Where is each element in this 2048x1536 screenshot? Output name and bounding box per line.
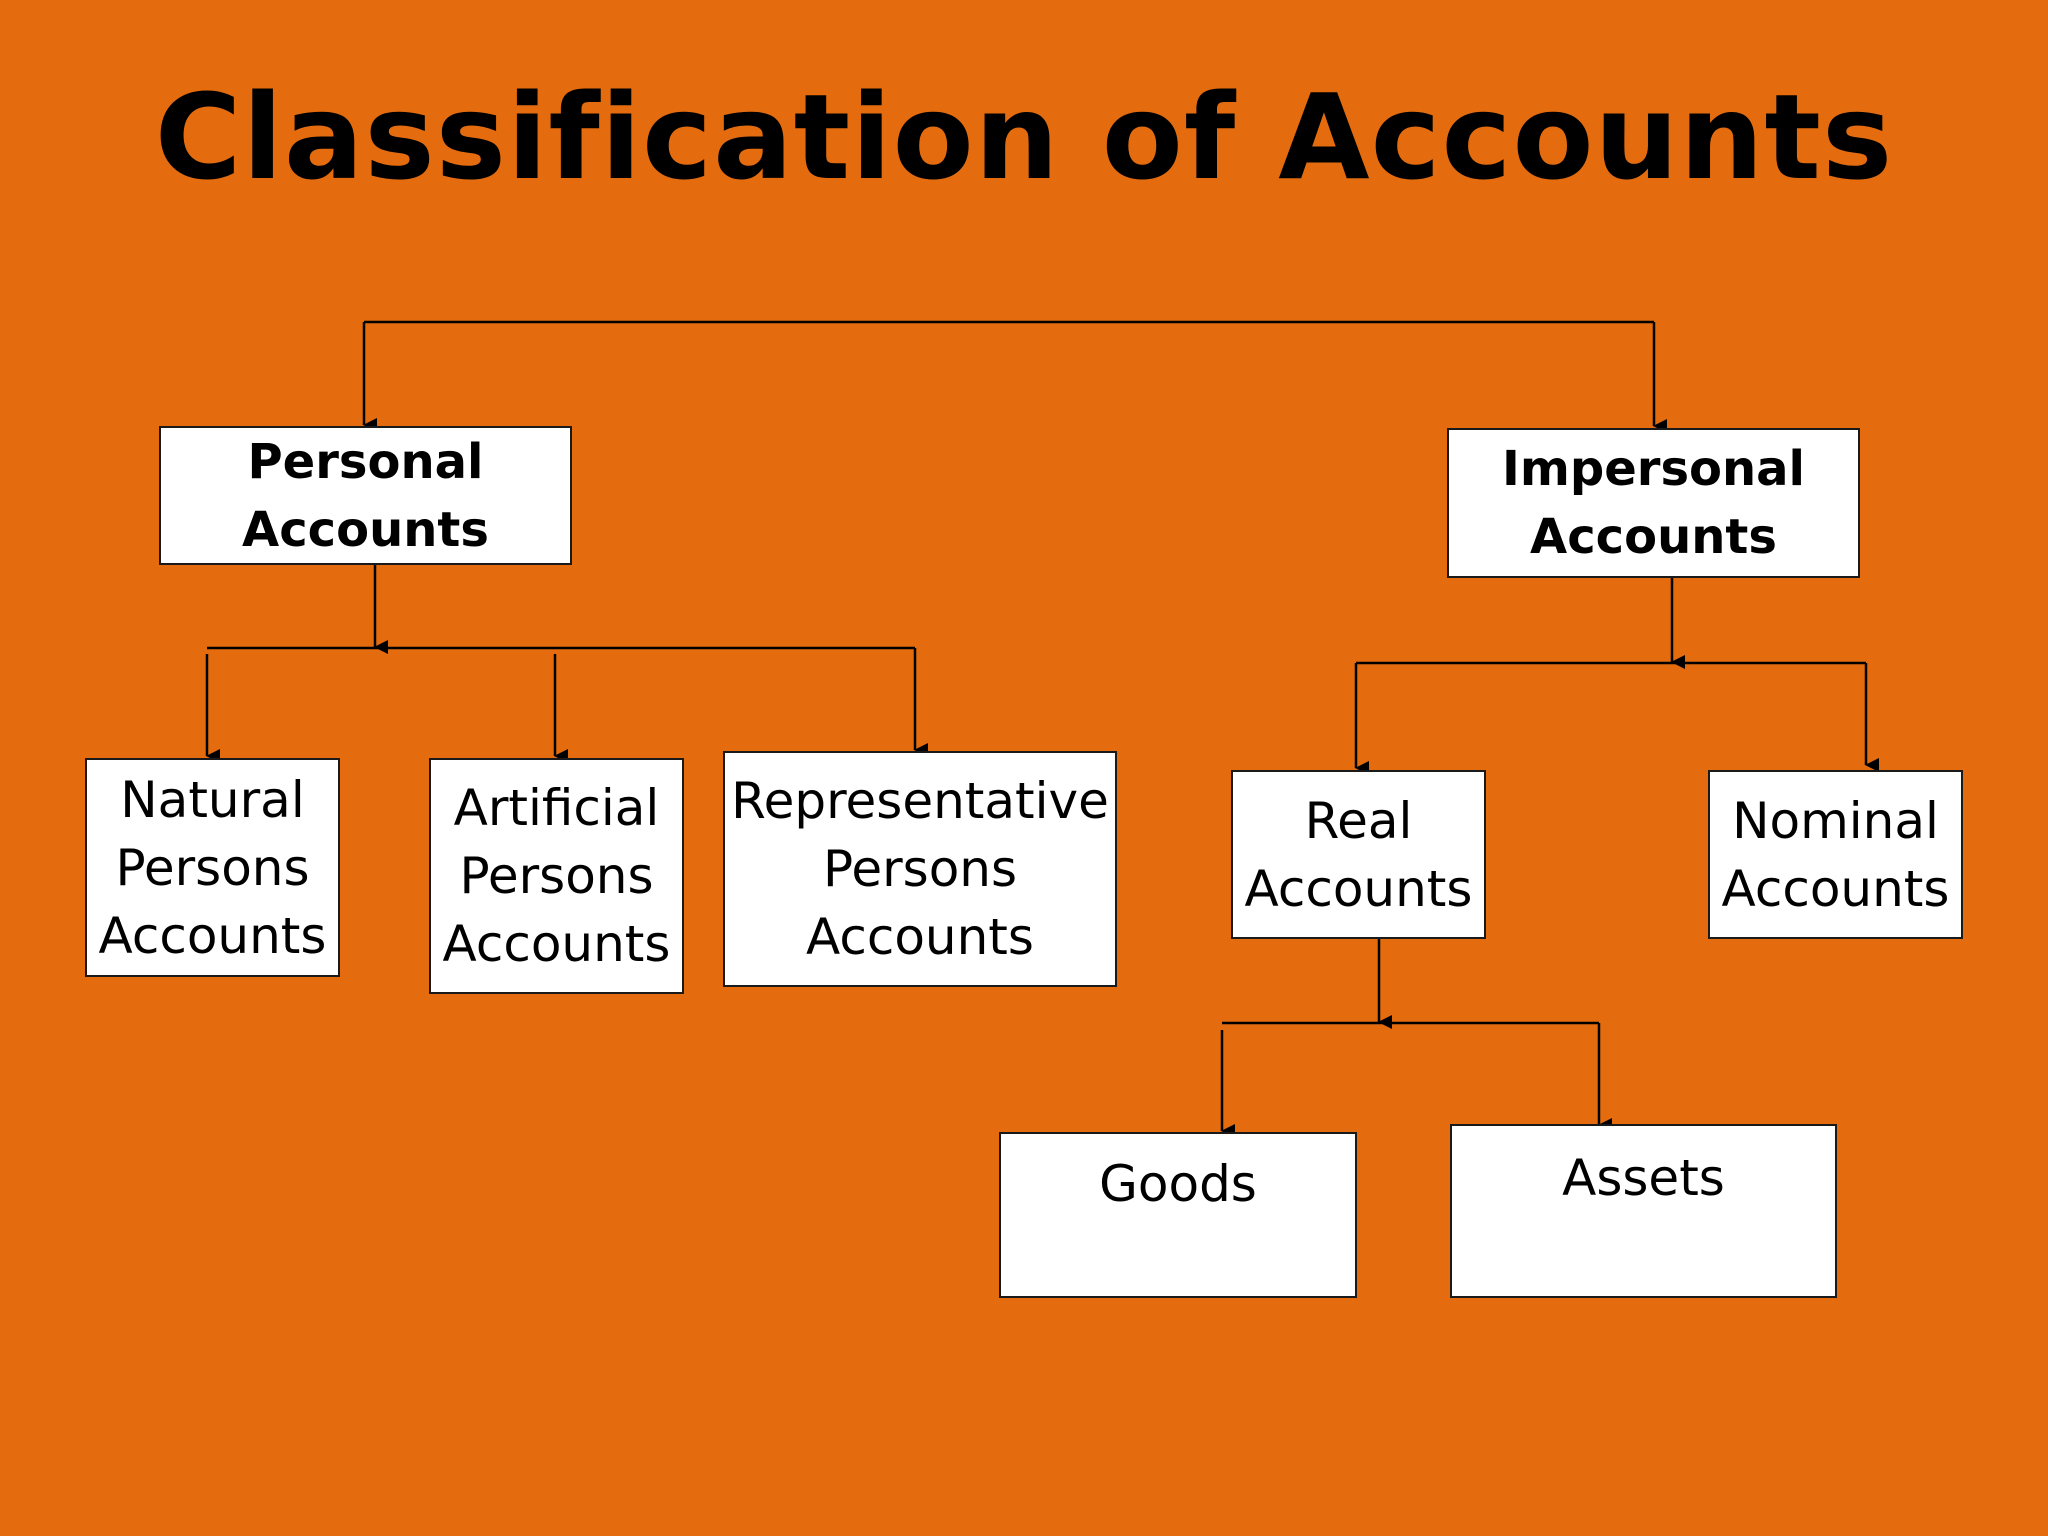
node-real-accounts: Real Accounts bbox=[1231, 770, 1486, 939]
node-natural-persons-accounts: Natural Persons Accounts bbox=[85, 758, 340, 977]
node-representative-persons-accounts: Representative Persons Accounts bbox=[723, 751, 1117, 987]
node-goods: Goods bbox=[999, 1132, 1357, 1298]
node-assets: Assets bbox=[1450, 1124, 1837, 1298]
node-nominal-accounts: Nominal Accounts bbox=[1708, 770, 1963, 939]
node-artificial-persons-accounts: Artificial Persons Accounts bbox=[429, 758, 684, 994]
node-personal-accounts: Personal Accounts bbox=[159, 426, 572, 565]
slide-title: Classification of Accounts bbox=[154, 68, 1894, 206]
node-impersonal-accounts: Impersonal Accounts bbox=[1447, 428, 1860, 578]
